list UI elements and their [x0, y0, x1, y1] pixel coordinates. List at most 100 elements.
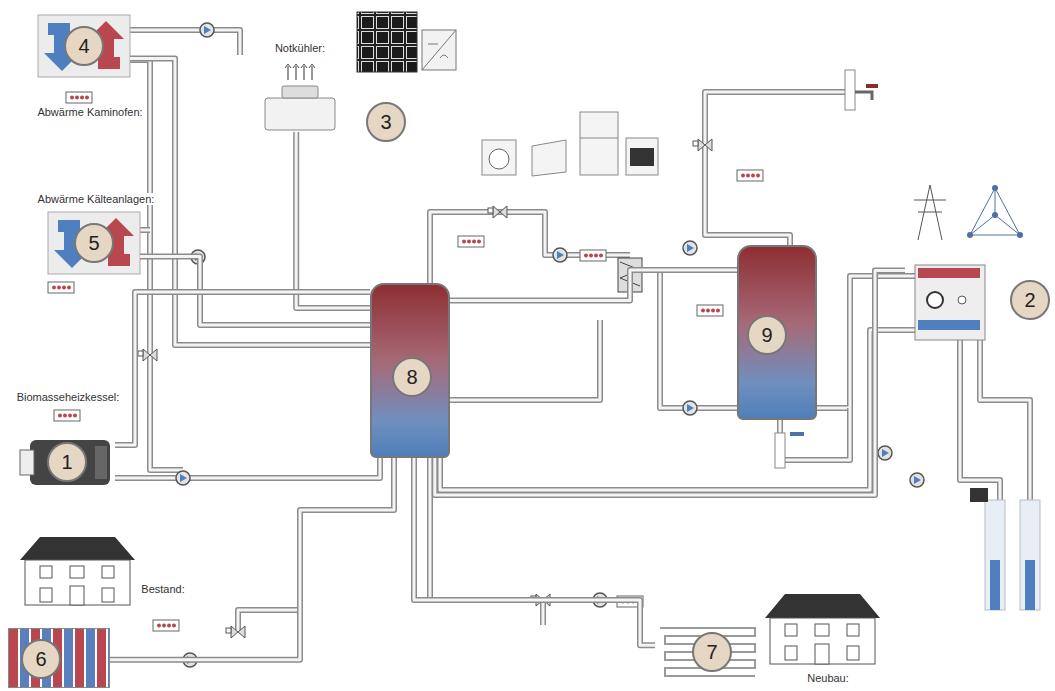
floor-heating: [660, 628, 755, 676]
heat-source-box: [48, 212, 140, 274]
component-label: Neubau:: [805, 672, 851, 684]
emergency-cooler: [265, 64, 335, 130]
tap: [845, 70, 855, 110]
callout-number: 4: [64, 26, 104, 66]
pipe-network: [980, 330, 1030, 500]
emergency-cooler: Notkühler:: [262, 84, 338, 132]
emergency-cooler: [285, 64, 315, 68]
mixing-valve: [138, 349, 157, 361]
heat-source-box: [38, 15, 140, 274]
pump: [176, 471, 190, 485]
callout-number: 3: [366, 102, 406, 142]
pipe-line: [110, 458, 394, 660]
pipe-line: [110, 458, 394, 660]
pipe: [414, 458, 655, 645]
controller: [48, 92, 763, 631]
pipe-line: [435, 271, 905, 496]
pipe-line: [296, 132, 370, 308]
component-label: Abwärme Kälteanlagen:: [36, 193, 157, 205]
heat-recovery-box: Abwärme Kälteanlagen:5: [48, 212, 140, 274]
callout-number: 6: [21, 639, 61, 679]
boiler: [20, 440, 110, 485]
pipe-network: [980, 330, 1030, 500]
component-label: Notkühler:: [273, 42, 327, 54]
pv-system: 3: [355, 8, 465, 148]
existing-building: Bestand:: [20, 535, 135, 605]
emergency-cooler: [282, 86, 318, 98]
pipe-line: [296, 132, 370, 308]
boiler: [95, 446, 107, 479]
pipe-network: [183, 458, 380, 478]
tap: [866, 84, 878, 88]
tap: [855, 92, 872, 100]
house: [765, 594, 880, 618]
house: [102, 588, 114, 602]
appliances: [489, 149, 509, 169]
pipe-network: [817, 276, 915, 408]
house: [785, 646, 797, 660]
pipe-network: [130, 30, 240, 55]
heat-pump: [915, 265, 985, 340]
mixing-valve: [138, 139, 712, 638]
house: [815, 644, 829, 664]
pipe-network: [115, 475, 183, 481]
pv-panel: [357, 12, 456, 72]
boreholes: [1020, 500, 1040, 610]
pv-panel: [422, 30, 456, 70]
callout-number: 8: [392, 357, 432, 397]
pipe: [450, 270, 737, 301]
controller: [153, 620, 179, 631]
pipe-line: [115, 292, 370, 445]
pipe-network: [183, 458, 380, 478]
controller: [458, 236, 484, 247]
heat-pump: 2: [905, 262, 1053, 347]
pv-panel: [357, 12, 417, 72]
pipe-network: [705, 92, 850, 245]
callout-number: 9: [747, 315, 787, 355]
boreholes: [1025, 560, 1035, 610]
boiler: [20, 450, 34, 475]
house: [40, 566, 52, 578]
new-building: Neubau:: [765, 592, 880, 664]
grid-symbol: [967, 232, 973, 238]
pipe: [110, 458, 394, 660]
pipe-network: [450, 320, 600, 400]
appliances: [580, 138, 618, 139]
pipe-network: [660, 270, 737, 408]
house: [847, 646, 859, 660]
appliances: [482, 140, 516, 175]
grid-symbol: [970, 188, 1020, 235]
controller: [737, 170, 763, 181]
boreholes: [985, 500, 1005, 610]
pv-panel: [422, 30, 456, 70]
house: [847, 624, 859, 636]
pump: [683, 401, 697, 415]
pipe-line: [414, 458, 655, 645]
house: [785, 624, 797, 636]
grid-symbol: [992, 212, 998, 218]
controller: [580, 250, 606, 261]
mixing-valve: [488, 206, 507, 218]
pipe: [435, 271, 905, 496]
pipe-network: [238, 560, 300, 632]
house: [25, 560, 130, 605]
pipe-network: [140, 229, 150, 232]
pipe-network: [430, 212, 630, 283]
callout-number: 5: [74, 223, 114, 263]
pipe-line: [115, 292, 370, 445]
pipe-network: [430, 212, 630, 283]
house: [102, 566, 114, 578]
house: [770, 618, 875, 664]
pipe: [296, 132, 370, 308]
callout-number: 7: [692, 632, 732, 672]
tap: [790, 432, 804, 436]
pipe-network: [817, 276, 915, 408]
tap: [775, 433, 785, 468]
controller: [697, 305, 723, 316]
pump: [910, 473, 924, 487]
heat-recovery-box: 4Abwärme Kaminofen:: [38, 15, 130, 77]
controller: [48, 282, 74, 293]
pipe-network: [660, 270, 737, 408]
radiator: 6: [8, 628, 110, 688]
